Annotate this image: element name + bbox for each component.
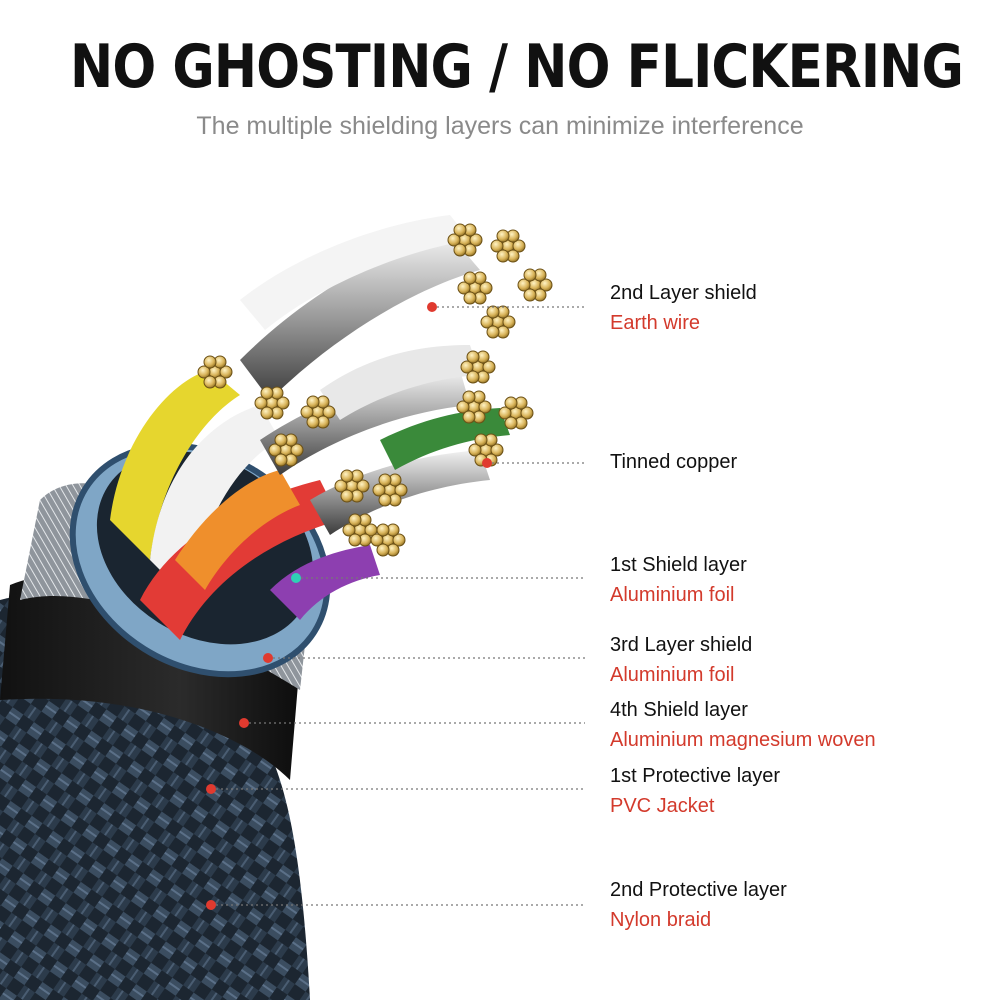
label-name: Tinned copper — [610, 451, 738, 473]
label-tinned-copper: Tinned copper — [610, 447, 737, 477]
label-1st-protective-layer: 1st Protective layer PVC Jacket — [610, 761, 780, 821]
label-2nd-protective-layer: 2nd Protective layer Nylon braid — [610, 875, 787, 935]
label-3rd-layer-shield: 3rd Layer shield Aluminium foil — [610, 630, 752, 690]
label-name: 2nd Protective layer — [610, 879, 787, 901]
page-subtitle: The multiple shielding layers can minimi… — [196, 112, 804, 140]
label-name: 1st Protective layer — [610, 765, 781, 787]
label-material: PVC Jacket — [610, 795, 715, 817]
label-material: Aluminium foil — [610, 664, 735, 686]
label-1st-shield-layer: 1st Shield layer Aluminium foil — [610, 550, 747, 610]
label-name: 1st Shield layer — [610, 554, 747, 576]
label-4th-shield-layer: 4th Shield layer Aluminium magnesium wov… — [610, 695, 876, 755]
page-title: NO GHOSTING / NO FLICKERING — [70, 32, 964, 102]
label-name: 3rd Layer shield — [610, 634, 753, 656]
label-name: 2nd Layer shield — [610, 282, 757, 304]
label-2nd-layer-shield: 2nd Layer shield Earth wire — [610, 278, 757, 338]
label-material: Nylon braid — [610, 909, 712, 931]
label-material: Aluminium magnesium woven — [610, 729, 876, 751]
label-material: Earth wire — [610, 312, 701, 334]
label-name: 4th Shield layer — [610, 699, 748, 721]
label-material: Aluminium foil — [610, 584, 735, 606]
